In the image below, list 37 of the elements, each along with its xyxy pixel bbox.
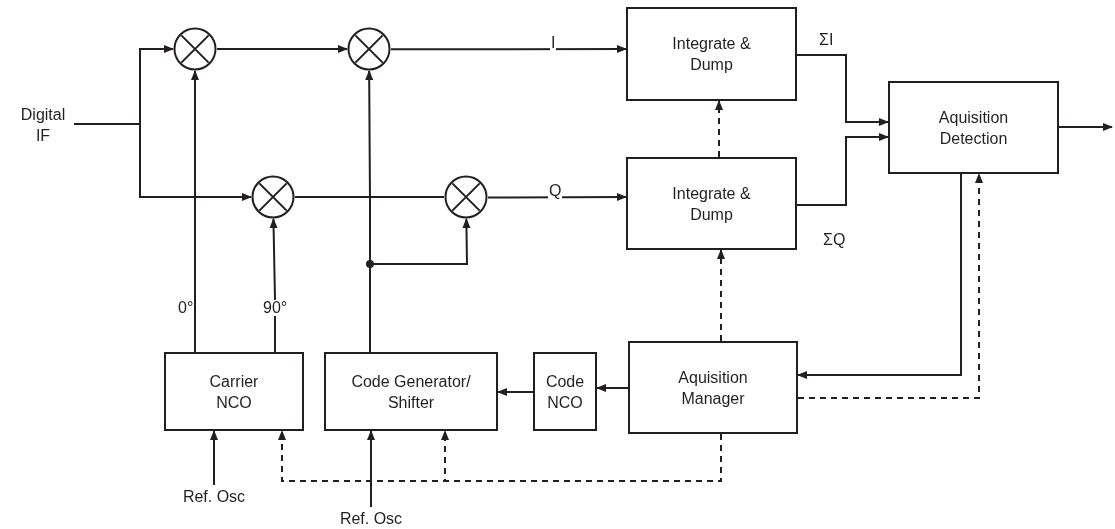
mixer-symbol xyxy=(173,27,217,71)
edge-label: ΣQ xyxy=(822,232,847,248)
arrow xyxy=(369,218,471,353)
arrow xyxy=(797,173,962,379)
dashed-arrow xyxy=(717,249,725,342)
mixer-symbol xyxy=(251,175,295,219)
arrow xyxy=(367,430,375,508)
dashed-arrow xyxy=(797,173,983,399)
edge-label: 90° xyxy=(262,300,289,316)
process-box: Code Generator/ Shifter xyxy=(324,352,498,431)
arrow xyxy=(269,218,278,353)
edge-label: 0° xyxy=(177,300,195,316)
process-box: Carrier NCO xyxy=(164,352,304,431)
arrow xyxy=(1058,123,1113,131)
arrow xyxy=(73,123,252,201)
arrow xyxy=(216,45,348,53)
edge-label: ΣI xyxy=(818,32,835,48)
arrow xyxy=(796,133,889,206)
connector-line xyxy=(294,196,445,198)
edge-label: I xyxy=(550,35,557,51)
process-box: Integrate & Dump xyxy=(626,157,797,250)
dashed-arrow xyxy=(715,100,723,158)
arrow xyxy=(390,45,627,53)
mixer-symbol xyxy=(444,175,488,219)
process-box: Code NCO xyxy=(533,352,597,431)
process-box: Aquisition Detection xyxy=(888,81,1059,174)
arrow xyxy=(596,384,629,392)
mixer-symbol xyxy=(347,27,391,71)
arrow xyxy=(210,430,218,486)
arrow xyxy=(796,54,889,126)
arrow xyxy=(487,193,627,202)
edge-label: Q xyxy=(548,183,563,199)
process-box: Integrate & Dump xyxy=(626,7,797,101)
arrow xyxy=(497,388,534,396)
process-box: Aquisition Manager xyxy=(628,341,798,434)
dashed-arrow xyxy=(441,430,722,482)
arrow xyxy=(191,70,199,353)
